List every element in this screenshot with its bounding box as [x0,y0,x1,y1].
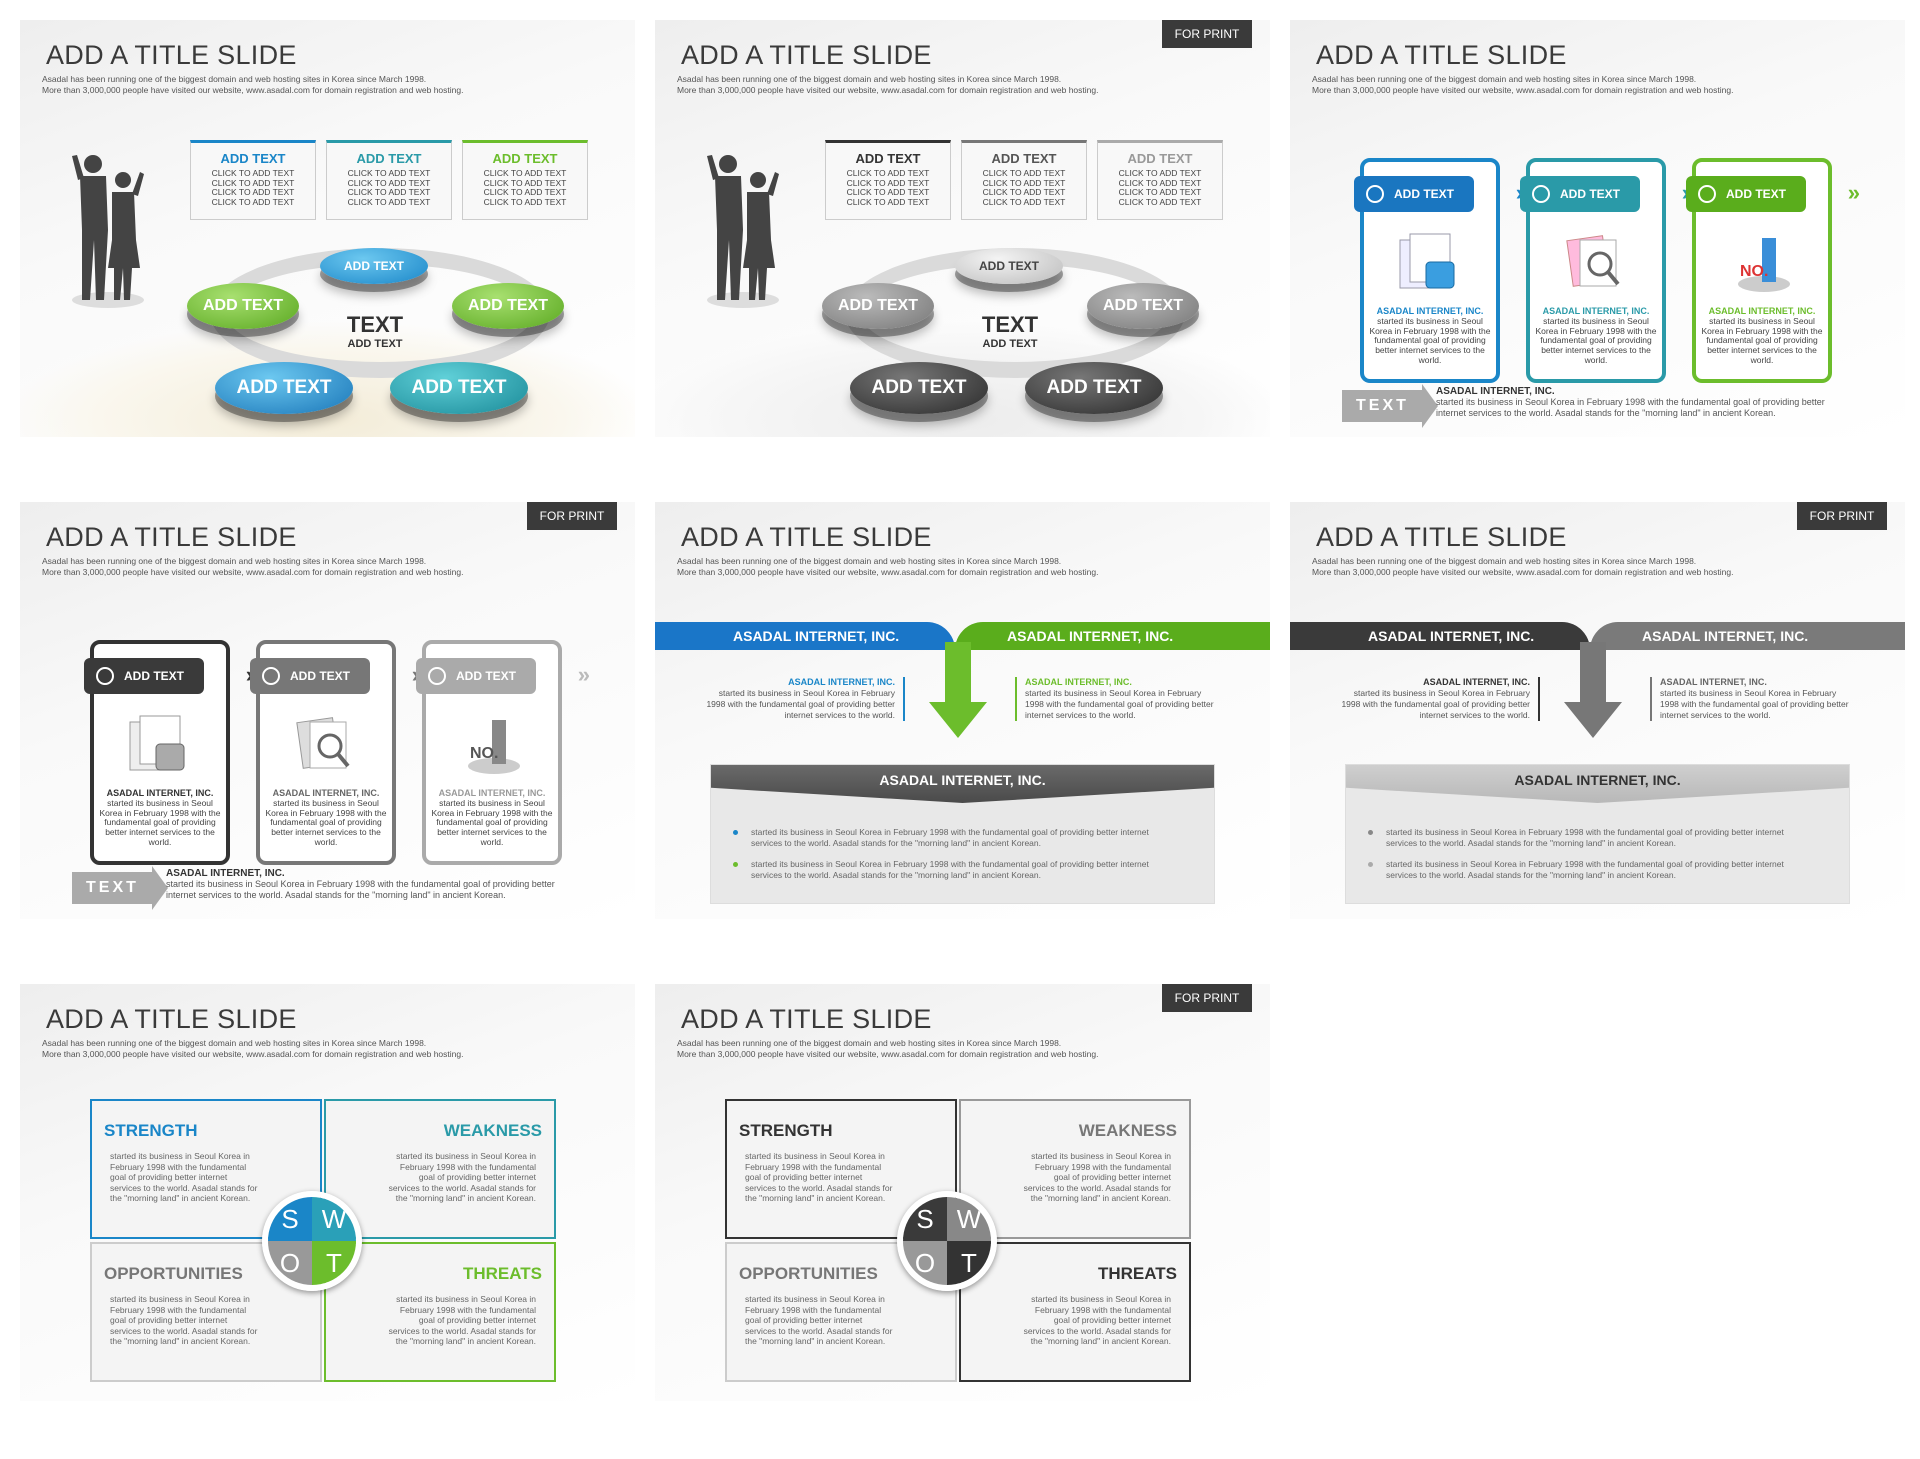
slide-6[interactable]: FOR PRINT ADD A TITLE SLIDE Asadal has b… [1290,502,1905,919]
home-icon [1698,185,1716,203]
lock-icon [96,667,114,685]
cycle-disc[interactable]: ADD TEXT [822,283,934,329]
slide-subtitle: Asadal has been running one of the bigge… [42,1038,464,1059]
summary-panel: ASADAL INTERNET, INC. started its busine… [1345,764,1850,904]
swot-circle: S W O T [262,1191,362,1291]
slide-title: ADD A TITLE SLIDE [681,40,932,70]
slide-4[interactable]: FOR PRINT ADD A TITLE SLIDE Asadal has b… [20,502,635,919]
number-one-trophy-icon: NO. [1738,238,1790,292]
cycle-disc[interactable]: ADD TEXT [452,283,564,329]
footer-text: ASADAL INTERNET, INC.started its busines… [1436,386,1825,418]
text-arrow: TEXT [1342,384,1438,428]
home-icon [428,667,446,685]
left-desc: ASADAL INTERNET, INC.started its busines… [705,677,905,721]
bullet-item: started its business in Seoul Korea in F… [733,859,1171,880]
svg-text:NO.: NO. [470,745,498,762]
swot-circle: S W O T [897,1191,997,1291]
slide-7[interactable]: ADD A TITLE SLIDE Asadal has been runnin… [20,984,635,1401]
text-arrow: TEXT [72,866,168,910]
cycle-disc[interactable]: ADD TEXT [187,283,299,329]
cycle-disc[interactable]: ADD TEXT [1087,283,1199,329]
left-header-bar: ASADAL INTERNET, INC. [655,622,955,650]
info-card[interactable]: ADD TEXT » NO. ASADAL INTERNET, INC.star… [1686,158,1860,383]
slide-subtitle: Asadal has been running one of the bigge… [42,74,464,95]
cycle-disc[interactable]: ADD TEXT [1025,362,1163,414]
cycle-disc[interactable]: ADD TEXT [215,362,353,414]
people-silhouette-icon [72,155,144,308]
slide-subtitle: Asadal has been running one of the bigge… [1312,74,1734,95]
number-one-trophy-icon: NO. [468,720,520,774]
slide-5[interactable]: ADD A TITLE SLIDE Asadal has been runnin… [655,502,1270,919]
summary-panel: ASADAL INTERNET, INC. started its busine… [710,764,1215,904]
panel-title: ASADAL INTERNET, INC. [1346,765,1849,803]
left-desc: ASADAL INTERNET, INC.started its busines… [1340,677,1540,721]
for-print-badge: FOR PRINT [527,502,617,530]
lock-icon [1366,185,1384,203]
slide-title: ADD A TITLE SLIDE [46,40,297,70]
slide-title: ADD A TITLE SLIDE [681,1004,932,1034]
slide-subtitle: Asadal has been running one of the bigge… [677,556,1099,577]
cycle-disc[interactable]: ADD TEXT [320,248,428,284]
people-silhouette-icon [707,155,779,308]
right-header-bar: ASADAL INTERNET, INC. [955,622,1270,650]
slide-subtitle: Asadal has been running one of the bigge… [677,74,1099,95]
slide-title: ADD A TITLE SLIDE [46,1004,297,1034]
bullet-item: started its business in Seoul Korea in F… [1368,827,1806,848]
slide-title: ADD A TITLE SLIDE [1316,522,1567,552]
right-desc: ASADAL INTERNET, INC.started its busines… [1015,677,1215,721]
slide-title: ADD A TITLE SLIDE [46,522,297,552]
svg-text:NO.: NO. [1740,263,1768,280]
footer-text: ASADAL INTERNET, INC.started its busines… [166,868,555,900]
right-header-bar: ASADAL INTERNET, INC. [1590,622,1905,650]
documents-icon [1399,233,1455,289]
slide-title: ADD A TITLE SLIDE [1316,40,1567,70]
for-print-badge: FOR PRINT [1797,502,1887,530]
info-card[interactable]: ADD TEXT » ASADAL INTERNET, INC.started … [84,640,258,865]
slide-2[interactable]: FOR PRINT ADD A TITLE SLIDE Asadal has b… [655,20,1270,437]
info-card[interactable]: ADD TEXT » ASADAL INTERNET, INC.started … [1520,158,1694,383]
help-icon [262,667,280,685]
info-card[interactable]: ADD TEXT » ASADAL INTERNET, INC.started … [1354,158,1528,383]
chevron-right-icon: » [577,662,590,687]
slide-subtitle: Asadal has been running one of the bigge… [677,1038,1099,1059]
bullet-item: started its business in Seoul Korea in F… [733,827,1171,848]
slide-subtitle: Asadal has been running one of the bigge… [42,556,464,577]
cycle-disc[interactable]: ADD TEXT [955,248,1063,284]
slide-subtitle: Asadal has been running one of the bigge… [1312,556,1734,577]
right-desc: ASADAL INTERNET, INC.started its busines… [1650,677,1850,721]
down-arrow-icon [1564,642,1622,738]
cycle-disc[interactable]: ADD TEXT [850,362,988,414]
magnifier-icon [1566,235,1620,287]
for-print-badge: FOR PRINT [1162,20,1252,48]
info-card[interactable]: ADD TEXT » NO. ASADAL INTERNET, INC.star… [416,640,590,865]
documents-icon [129,715,185,771]
slide-title: ADD A TITLE SLIDE [681,522,932,552]
info-card[interactable]: ADD TEXT » ASADAL INTERNET, INC.started … [250,640,424,865]
chevron-right-icon: » [1847,180,1860,205]
help-icon [1532,185,1550,203]
panel-title: ASADAL INTERNET, INC. [711,765,1214,803]
cycle-disc[interactable]: ADD TEXT [390,362,528,414]
slide-1[interactable]: ADD A TITLE SLIDE Asadal has been runnin… [20,20,635,437]
magnifier-icon [296,717,350,769]
bullet-item: started its business in Seoul Korea in F… [1368,859,1806,880]
slide-8[interactable]: FOR PRINT ADD A TITLE SLIDE Asadal has b… [655,984,1270,1401]
slide-3[interactable]: ADD A TITLE SLIDE Asadal has been runnin… [1290,20,1905,437]
down-arrow-icon [929,642,987,738]
for-print-badge: FOR PRINT [1162,984,1252,1012]
left-header-bar: ASADAL INTERNET, INC. [1290,622,1590,650]
